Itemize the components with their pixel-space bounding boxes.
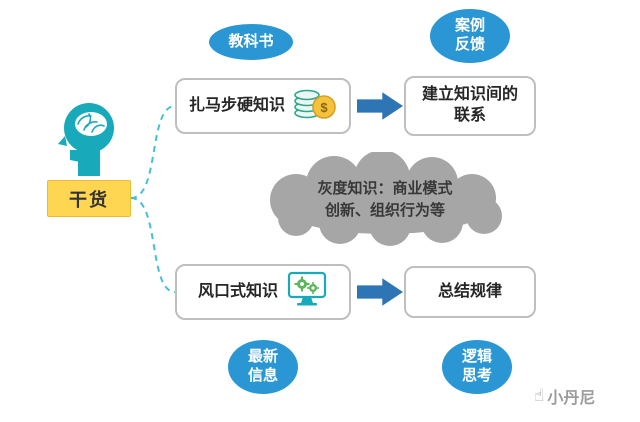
oval-textbook: 教科书 (209, 24, 293, 60)
oval-logic-thinking-line2: 思考 (461, 367, 492, 384)
source-label: 干货 (69, 189, 109, 210)
cloud-gray-knowledge: 灰度知识：商业模式 创新、组织行为等 (248, 150, 522, 248)
oval-logic-thinking-line1: 逻辑 (461, 348, 492, 366)
monitor-gears-icon (286, 270, 328, 315)
oval-latest-info-line2: 信息 (247, 367, 278, 384)
oval-logic-thinking: 逻辑 思考 (442, 340, 512, 394)
hand-pointer-icon: ☝ (534, 386, 545, 405)
box-build-links-line2: 联系 (453, 107, 486, 124)
cloud-shape (270, 150, 502, 246)
oval-case-feedback-line1: 案例 (454, 17, 485, 35)
head-brain-icon (56, 100, 120, 176)
arrow-right-icon (357, 92, 403, 120)
oval-latest-info: 最新 信息 (228, 340, 298, 394)
oval-textbook-label: 教科书 (228, 32, 274, 50)
box-trend-knowledge-label: 风口式知识 (197, 282, 278, 300)
svg-text:$: $ (320, 100, 328, 115)
box-summarize: 总结规律 (404, 266, 536, 318)
money-stack-icon: $ (293, 85, 337, 128)
cloud-text: 灰度知识：商业模式 创新、组织行为等 (248, 152, 522, 248)
oval-case-feedback-line2: 反馈 (454, 36, 485, 53)
watermark: ☝ 小丹尼 (534, 384, 634, 408)
oval-latest-info-line1: 最新 (247, 348, 278, 366)
box-trend-knowledge: 风口式知识 (175, 264, 351, 320)
cloud-line1: 灰度知识：商业模式 (317, 179, 453, 197)
box-hard-knowledge-label: 扎马步硬知识 (188, 96, 285, 114)
arrow-right-icon (357, 278, 403, 306)
box-build-links: 建立知识间的 联系 (404, 76, 536, 136)
box-build-links-line1: 建立知识间的 (421, 86, 518, 104)
watermark-label: 小丹尼 (547, 390, 596, 407)
box-hard-knowledge: 扎马步硬知识 $ (175, 78, 351, 134)
source-node: 干货 (47, 180, 131, 217)
box-summarize-label: 总结规律 (437, 282, 502, 300)
cloud-line2: 创新、组织行为等 (324, 202, 445, 219)
oval-case-feedback: 案例 反馈 (430, 9, 510, 63)
